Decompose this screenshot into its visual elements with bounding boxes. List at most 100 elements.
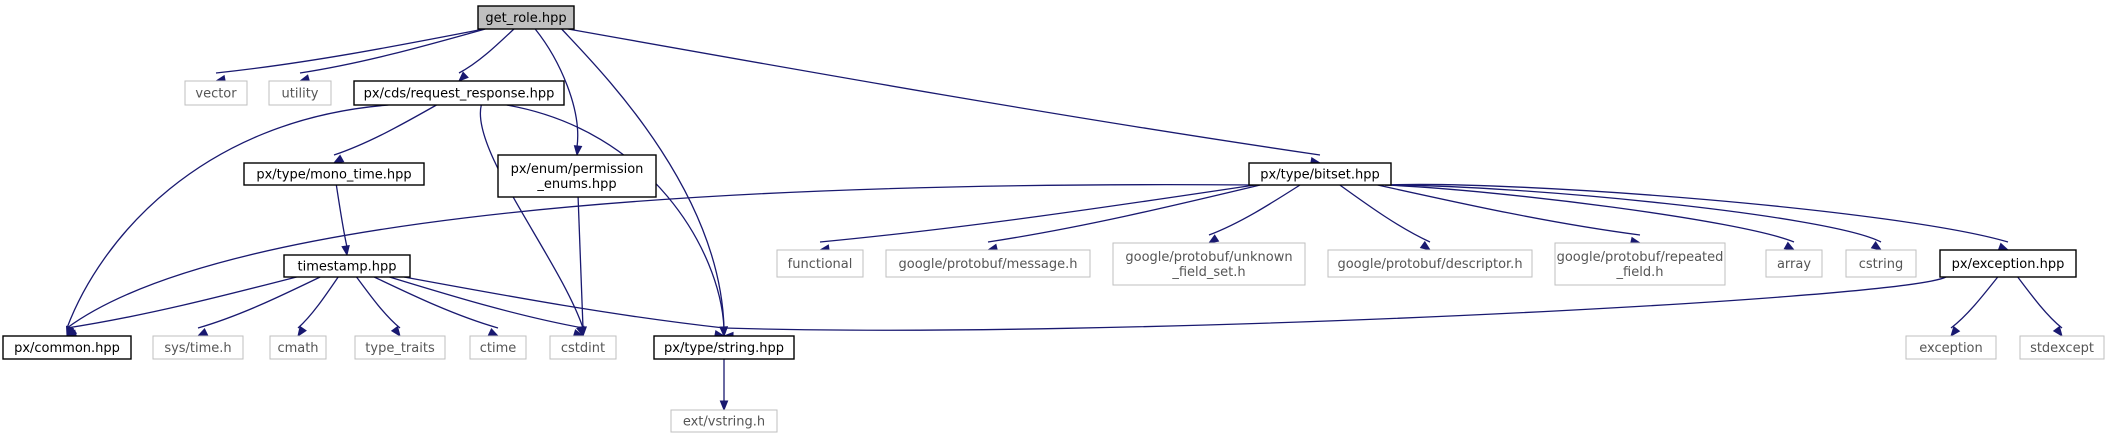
node-get-role[interactable]: get_role.hpp (477, 5, 575, 30)
node-stdexcept: stdexcept (2019, 335, 2105, 360)
edge-line (1384, 183, 2009, 243)
edge-line (458, 28, 515, 74)
arrowhead-icon (297, 325, 307, 338)
edge-line (987, 184, 1261, 243)
edge-permission_enums-to-cstdint (577, 196, 587, 338)
arrowhead-icon (487, 327, 500, 337)
node-functional: functional (776, 249, 864, 278)
arrowhead-icon (65, 326, 78, 337)
node-request-response[interactable]: px/cds/request_response.hpp (353, 80, 565, 106)
edge-line (66, 184, 1256, 329)
node-box (353, 80, 565, 106)
node-label: google/protobuf/repeated (1557, 250, 1724, 265)
node-box (2019, 335, 2105, 360)
node-timestamp[interactable]: timestamp.hpp (283, 254, 411, 278)
node-pb-descriptor: google/protobuf/descriptor.h (1327, 249, 1533, 278)
node-ctime: ctime (469, 335, 527, 360)
edge-request_response-to-common (65, 104, 389, 338)
edge-get_role-to-request_response (458, 28, 515, 82)
node-pb-repeated: google/protobuf/repeated_field.h (1554, 242, 1726, 286)
edge-bitset-to-exception_hpp (1384, 183, 2010, 251)
node-vector: vector (184, 80, 248, 106)
node-label: _enums.hpp (536, 177, 616, 192)
edge-line (1950, 276, 1999, 329)
node-string[interactable]: px/type/string.hpp (653, 335, 795, 360)
node-box (2, 335, 132, 360)
node-cstdint: cstdint (549, 335, 617, 360)
node-box (549, 335, 617, 360)
arrowhead-icon (578, 326, 587, 338)
node-label: vector (195, 87, 237, 102)
node-label: px/enum/permission (511, 162, 644, 177)
node-box (184, 80, 248, 106)
node-label: google/protobuf/descriptor.h (1337, 257, 1522, 272)
node-mono-time[interactable]: px/type/mono_time.hpp (243, 162, 425, 186)
edge-line (389, 276, 584, 329)
node-box (1845, 249, 1917, 278)
node-label: utility (282, 87, 319, 102)
node-label: _field.h (1616, 265, 1664, 280)
edge-line (2017, 276, 2063, 329)
arrowhead-icon (1950, 325, 1961, 338)
node-bitset[interactable]: px/type/bitset.hpp (1248, 162, 1392, 186)
edge-line (534, 28, 579, 148)
edge-timestamp-to-ctime (373, 276, 500, 337)
arrowhead-icon (573, 145, 583, 157)
edge-line (197, 276, 321, 329)
edge-get_role-to-utility (298, 28, 486, 83)
edge-line (577, 196, 584, 329)
node-label: px/type/string.hpp (664, 341, 784, 356)
edge-line (373, 276, 499, 329)
node-box (269, 335, 327, 360)
node-label: px/type/bitset.hpp (1260, 168, 1379, 183)
arrowhead-icon (390, 325, 401, 338)
node-box (497, 154, 657, 198)
edge-request_response-to-string (506, 104, 728, 338)
edge-line (356, 276, 401, 329)
edge-line (66, 276, 297, 329)
node-array: array (1765, 249, 1823, 278)
node-exception-hpp[interactable]: px/exception.hpp (1939, 249, 2077, 278)
node-box (1905, 335, 1997, 360)
node-common[interactable]: px/common.hpp (2, 335, 132, 360)
node-box (670, 409, 778, 433)
edge-timestamp-to-sys_time (196, 276, 321, 337)
edge-line (1377, 184, 1641, 236)
node-label: timestamp.hpp (298, 260, 397, 275)
edge-bitset-to-pb_unknown (1207, 184, 1301, 244)
edge-line (567, 28, 1321, 156)
edge-line (215, 28, 485, 74)
node-cstring: cstring (1845, 249, 1917, 278)
edge-line (335, 184, 348, 248)
node-label: sys/time.h (164, 341, 231, 356)
node-utility: utility (268, 80, 332, 106)
node-label: cstdint (561, 341, 605, 356)
arrowhead-icon (196, 327, 209, 337)
node-permission-enums[interactable]: px/enum/permission_enums.hpp (497, 154, 657, 198)
node-box (469, 335, 527, 360)
edge-line (1384, 184, 1882, 243)
node-sys-time: sys/time.h (152, 335, 244, 360)
node-label: stdexcept (2030, 341, 2094, 356)
edge-line (819, 184, 1256, 243)
node-label: array (1777, 257, 1811, 272)
edge-line (506, 104, 725, 329)
node-label: px/common.hpp (14, 341, 120, 356)
arrowhead-icon (719, 326, 728, 338)
node-box (354, 335, 446, 360)
edge-line (297, 276, 339, 329)
node-type-traits: type_traits (354, 335, 446, 360)
edge-bitset-to-common (65, 184, 1256, 337)
node-label: px/exception.hpp (1952, 257, 2065, 272)
edge-mono_time-to-timestamp (335, 184, 350, 257)
node-label: px/type/mono_time.hpp (256, 168, 411, 183)
edge-line (479, 104, 584, 329)
node-label: cmath (277, 341, 318, 356)
edge-exception_hpp-to-exception (1950, 276, 1999, 338)
edge-line (561, 28, 725, 329)
node-label: ext/vstring.h (683, 415, 765, 430)
graph-edges (65, 28, 2063, 412)
node-label: px/cds/request_response.hpp (364, 87, 555, 102)
